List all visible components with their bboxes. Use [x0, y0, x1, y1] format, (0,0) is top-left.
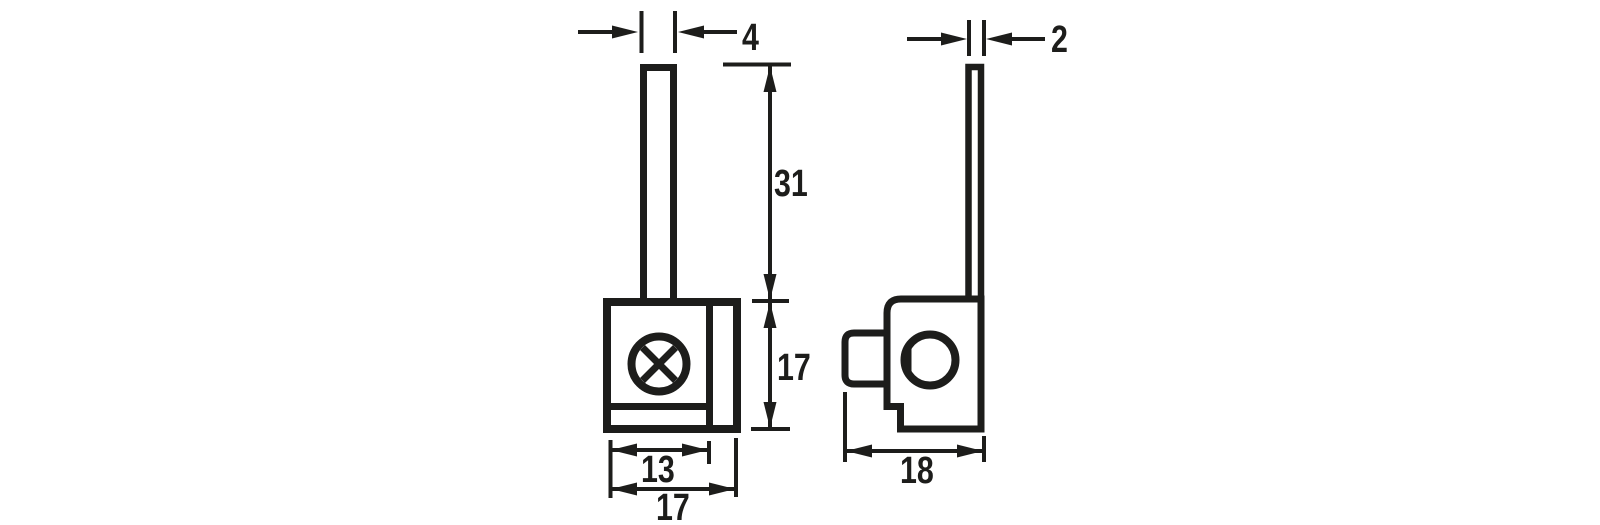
- arrowhead: [763, 302, 777, 328]
- arrowhead: [611, 482, 637, 496]
- front-view: [603, 64, 741, 433]
- arrowhead: [986, 32, 1012, 46]
- dim-front-widths: 13 17: [608, 438, 738, 525]
- side-screw-head-bump: [841, 329, 887, 388]
- dim-side-tab-thickness-label: 2: [1051, 19, 1068, 61]
- dim-front-body-width-label: 17: [656, 487, 690, 525]
- arrowhead: [763, 66, 777, 92]
- dim-side-tab-thickness: 2: [907, 19, 1068, 61]
- arrowhead: [678, 25, 704, 39]
- front-tab: [640, 64, 677, 302]
- arrowhead: [957, 444, 983, 458]
- side-body: [883, 295, 985, 433]
- dim-side-depth: 18: [843, 392, 986, 492]
- dim-front-heights: 31 17: [723, 62, 811, 431]
- dim-front-tab-width-label: 4: [742, 17, 759, 59]
- side-tab: [965, 63, 985, 429]
- side-hole: [900, 330, 960, 390]
- screw-head-icon: [627, 332, 691, 396]
- arrowhead: [611, 443, 637, 457]
- arrowhead: [846, 444, 872, 458]
- arrowhead: [763, 274, 777, 300]
- dim-side-depth-label: 18: [900, 450, 934, 492]
- arrowhead: [709, 482, 735, 496]
- dim-front-tab-height-label: 31: [774, 163, 808, 205]
- arrowhead: [612, 25, 638, 39]
- dim-front-body-height-label: 17: [777, 347, 811, 389]
- dimensions: 4 2 31 17: [578, 11, 1068, 525]
- dim-front-tab-width: 4: [578, 11, 759, 59]
- arrowhead: [682, 443, 708, 457]
- side-view: [841, 63, 985, 433]
- arrowhead: [941, 32, 967, 46]
- dim-front-slot-width-label: 13: [641, 449, 675, 491]
- arrowhead: [763, 402, 777, 428]
